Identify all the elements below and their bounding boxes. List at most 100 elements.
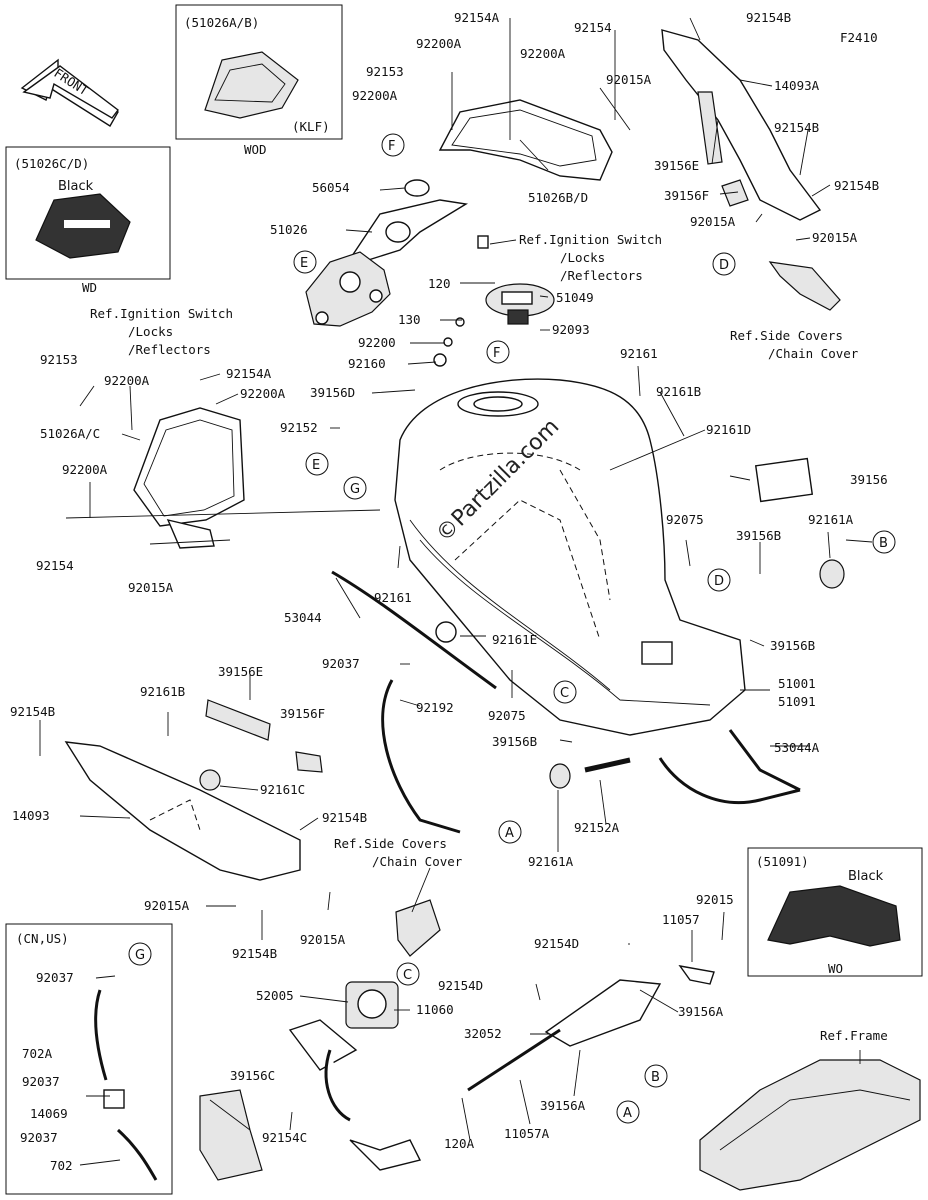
inset-wd-sub: Black bbox=[58, 179, 94, 194]
svg-text:92154D: 92154D bbox=[534, 936, 579, 951]
svg-text:92037: 92037 bbox=[22, 1074, 60, 1089]
strip-39156f-part bbox=[721, 179, 749, 207]
inset-cnus-header: (CN,US) bbox=[16, 931, 69, 946]
svg-text:Ref.Side Covers: Ref.Side Covers bbox=[334, 836, 447, 851]
callout-D-2: D bbox=[707, 568, 731, 592]
filter-14069-part bbox=[103, 1089, 125, 1109]
svg-text:92161D: 92161D bbox=[706, 422, 751, 437]
svg-text:B: B bbox=[879, 536, 888, 551]
svg-text:11060: 11060 bbox=[416, 1002, 454, 1017]
fuel-pump-52005-part bbox=[199, 981, 422, 1181]
svg-text:39156A: 39156A bbox=[678, 1004, 724, 1019]
svg-text:11057A: 11057A bbox=[504, 1126, 550, 1141]
part-labels: 92154A 92200A 92154 92200A 92154B 92153 … bbox=[10, 10, 888, 1173]
svg-text:/Locks: /Locks bbox=[560, 250, 605, 265]
svg-text:/Locks: /Locks bbox=[128, 324, 173, 339]
callout-B-2: B bbox=[644, 1064, 668, 1088]
svg-text:14069: 14069 bbox=[30, 1106, 68, 1121]
svg-text:120: 120 bbox=[428, 276, 451, 291]
inset-wd-box bbox=[5, 146, 171, 280]
svg-text:51049: 51049 bbox=[556, 290, 594, 305]
tube-53044a-part bbox=[728, 729, 801, 792]
inset-wo-header: (51091) bbox=[756, 854, 809, 869]
svg-text:92154C: 92154C bbox=[262, 1130, 307, 1145]
callout-A-2: A bbox=[616, 1100, 640, 1124]
svg-text:92037: 92037 bbox=[20, 1130, 58, 1145]
ref-side-covers-1: Ref.Side Covers /Chain Cover bbox=[730, 328, 859, 361]
svg-text:A: A bbox=[505, 826, 514, 841]
svg-text:39156F: 39156F bbox=[280, 706, 325, 721]
svg-text:39156D: 39156D bbox=[310, 385, 355, 400]
svg-text:52005: 52005 bbox=[256, 988, 294, 1003]
svg-text:92161C: 92161C bbox=[260, 782, 305, 797]
cover-51026bd-part bbox=[438, 99, 613, 181]
svg-text:92015A: 92015A bbox=[144, 898, 190, 913]
svg-text:92154: 92154 bbox=[36, 558, 74, 573]
svg-text:92154B: 92154B bbox=[746, 10, 791, 25]
svg-text:39156B: 39156B bbox=[736, 528, 781, 543]
inset-wo-caption: WO bbox=[828, 961, 843, 976]
svg-text:53044A: 53044A bbox=[774, 740, 820, 755]
svg-text:92154B: 92154B bbox=[834, 178, 879, 193]
callout-E-2: E bbox=[305, 452, 329, 476]
svg-text:/Chain Cover: /Chain Cover bbox=[768, 346, 859, 361]
svg-text:51091: 51091 bbox=[778, 694, 816, 709]
svg-text:92015: 92015 bbox=[696, 892, 734, 907]
svg-text:92161A: 92161A bbox=[528, 854, 574, 869]
svg-text:Ref.Ignition Switch: Ref.Ignition Switch bbox=[519, 232, 662, 247]
tube-53044-part bbox=[331, 570, 497, 690]
svg-text:11057: 11057 bbox=[662, 912, 700, 927]
svg-text:92161: 92161 bbox=[620, 346, 658, 361]
svg-text:92154A: 92154A bbox=[226, 366, 272, 381]
callout-B-1: B bbox=[872, 530, 896, 554]
inset-wd-header: (51026C/D) bbox=[14, 156, 89, 171]
svg-text:39156A: 39156A bbox=[540, 1098, 586, 1113]
svg-text:92200A: 92200A bbox=[520, 46, 566, 61]
callout-F-1: F bbox=[381, 133, 405, 157]
svg-text:92200A: 92200A bbox=[104, 373, 150, 388]
svg-text:92154B: 92154B bbox=[232, 946, 277, 961]
svg-text:92200A: 92200A bbox=[62, 462, 108, 477]
svg-text:A: A bbox=[623, 1106, 632, 1121]
damper-92161a-part bbox=[549, 763, 571, 789]
svg-text:92015A: 92015A bbox=[128, 580, 174, 595]
svg-text:120A: 120A bbox=[444, 1136, 475, 1151]
side-cover-14093-part bbox=[64, 741, 301, 881]
svg-text:702A: 702A bbox=[22, 1046, 53, 1061]
svg-text:56054: 56054 bbox=[312, 180, 350, 195]
inset-wod-sub: (KLF) bbox=[292, 119, 330, 134]
svg-text:53044: 53044 bbox=[284, 610, 322, 625]
svg-text:92192: 92192 bbox=[416, 700, 454, 715]
svg-text:51026A/C: 51026A/C bbox=[40, 426, 100, 441]
svg-text:92154D: 92154D bbox=[438, 978, 483, 993]
svg-text:92200A: 92200A bbox=[240, 386, 286, 401]
callout-C-1: C bbox=[553, 680, 577, 704]
callout-F-2: F bbox=[486, 340, 510, 364]
callout-E-1: E bbox=[293, 250, 317, 274]
strip-39156f-left-part bbox=[295, 751, 323, 773]
inset-wo-box bbox=[747, 847, 923, 977]
svg-text:G: G bbox=[135, 948, 145, 963]
front-arrow-icon: FRONT bbox=[20, 58, 119, 127]
svg-text:92161E: 92161E bbox=[492, 632, 537, 647]
svg-text:39156: 39156 bbox=[850, 472, 888, 487]
bracket-32052-part bbox=[544, 979, 662, 1047]
inset-wod-box bbox=[175, 4, 343, 140]
callout-G-2: G bbox=[128, 942, 152, 966]
svg-text:92200A: 92200A bbox=[352, 88, 398, 103]
svg-text:92154B: 92154B bbox=[774, 120, 819, 135]
svg-text:92153: 92153 bbox=[366, 64, 404, 79]
svg-text:E: E bbox=[312, 458, 320, 473]
svg-text:14093: 14093 bbox=[12, 808, 50, 823]
svg-text:92160: 92160 bbox=[348, 356, 386, 371]
svg-text:D: D bbox=[719, 258, 729, 273]
svg-text:92152: 92152 bbox=[280, 420, 318, 435]
svg-text:Ref.Side Covers: Ref.Side Covers bbox=[730, 328, 843, 343]
svg-text:92161B: 92161B bbox=[656, 384, 701, 399]
ref-ignition-switch-1: Ref.Ignition Switch /Locks /Reflectors bbox=[519, 232, 662, 283]
svg-text:92015A: 92015A bbox=[300, 932, 346, 947]
svg-text:92153: 92153 bbox=[40, 352, 78, 367]
callout-C-2: C bbox=[396, 962, 420, 986]
svg-text:39156B: 39156B bbox=[492, 734, 537, 749]
